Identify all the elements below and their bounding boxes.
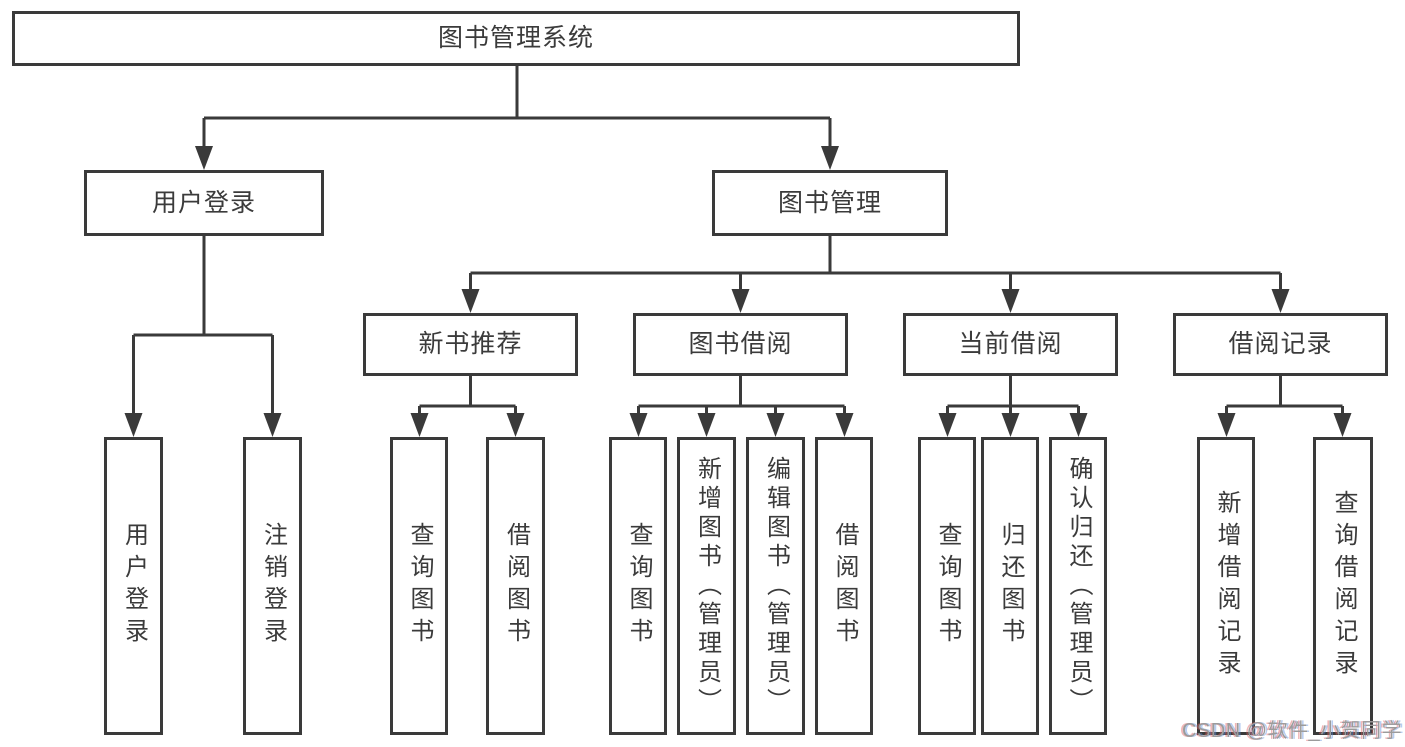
node-nbr-borrow-books: 借阅图书	[486, 437, 545, 735]
node-br-add-record: 新增借阅记录	[1197, 437, 1255, 735]
node-cb-return-books: 归还图书	[981, 437, 1039, 735]
node-cb-query-books: 查询图书	[918, 437, 976, 735]
node-nbr-query-books: 查询图书	[390, 437, 448, 735]
node-library-management-system: 图书管理系统	[12, 11, 1020, 66]
node-bb-query-books: 查询图书	[609, 437, 667, 735]
node-book-borrowing: 图书借阅	[633, 313, 848, 376]
node-user-login-leaf: 用户登录	[104, 437, 163, 735]
node-bb-borrow-books: 借阅图书	[815, 437, 873, 735]
node-user-login: 用户登录	[84, 170, 324, 236]
node-new-book-recommend: 新书推荐	[363, 313, 578, 376]
node-cb-confirm-return-admin: 确认归还（管理员）	[1049, 437, 1107, 735]
node-current-borrowing: 当前借阅	[903, 313, 1118, 376]
node-bb-edit-books-admin: 编辑图书（管理员）	[746, 437, 805, 735]
csdn-watermark: CSDN @软件_小贺同学	[1182, 720, 1403, 742]
node-bb-add-books-admin: 新增图书（管理员）	[677, 437, 736, 735]
node-book-management: 图书管理	[712, 170, 948, 236]
node-logout: 注销登录	[243, 437, 302, 735]
node-br-query-record: 查询借阅记录	[1313, 437, 1373, 735]
node-borrowing-records: 借阅记录	[1173, 313, 1388, 376]
